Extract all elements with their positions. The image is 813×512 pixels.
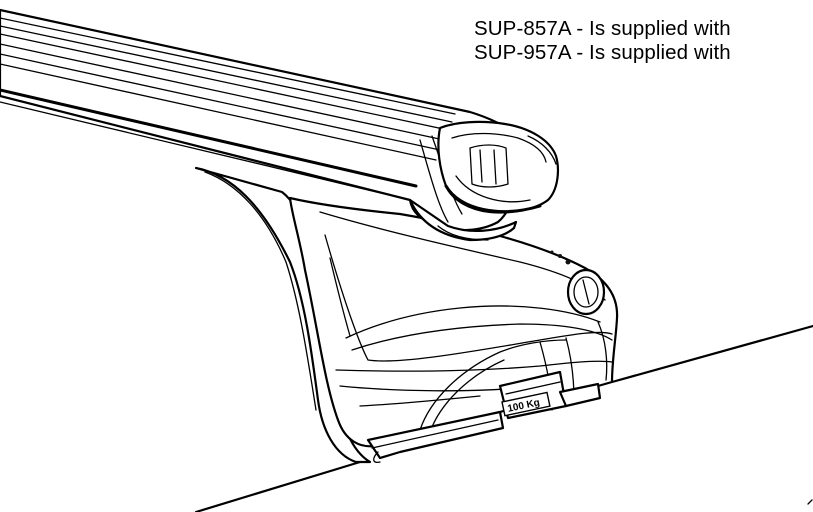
- note-line-2: SUP-957A - Is supplied with: [474, 41, 731, 64]
- load-rating-label: 100 Kg: [501, 391, 551, 417]
- bar-end-cap: [437, 120, 559, 214]
- foot-top-joint: [408, 198, 518, 242]
- note-line-1: SUP-857A - Is supplied with: [474, 17, 731, 40]
